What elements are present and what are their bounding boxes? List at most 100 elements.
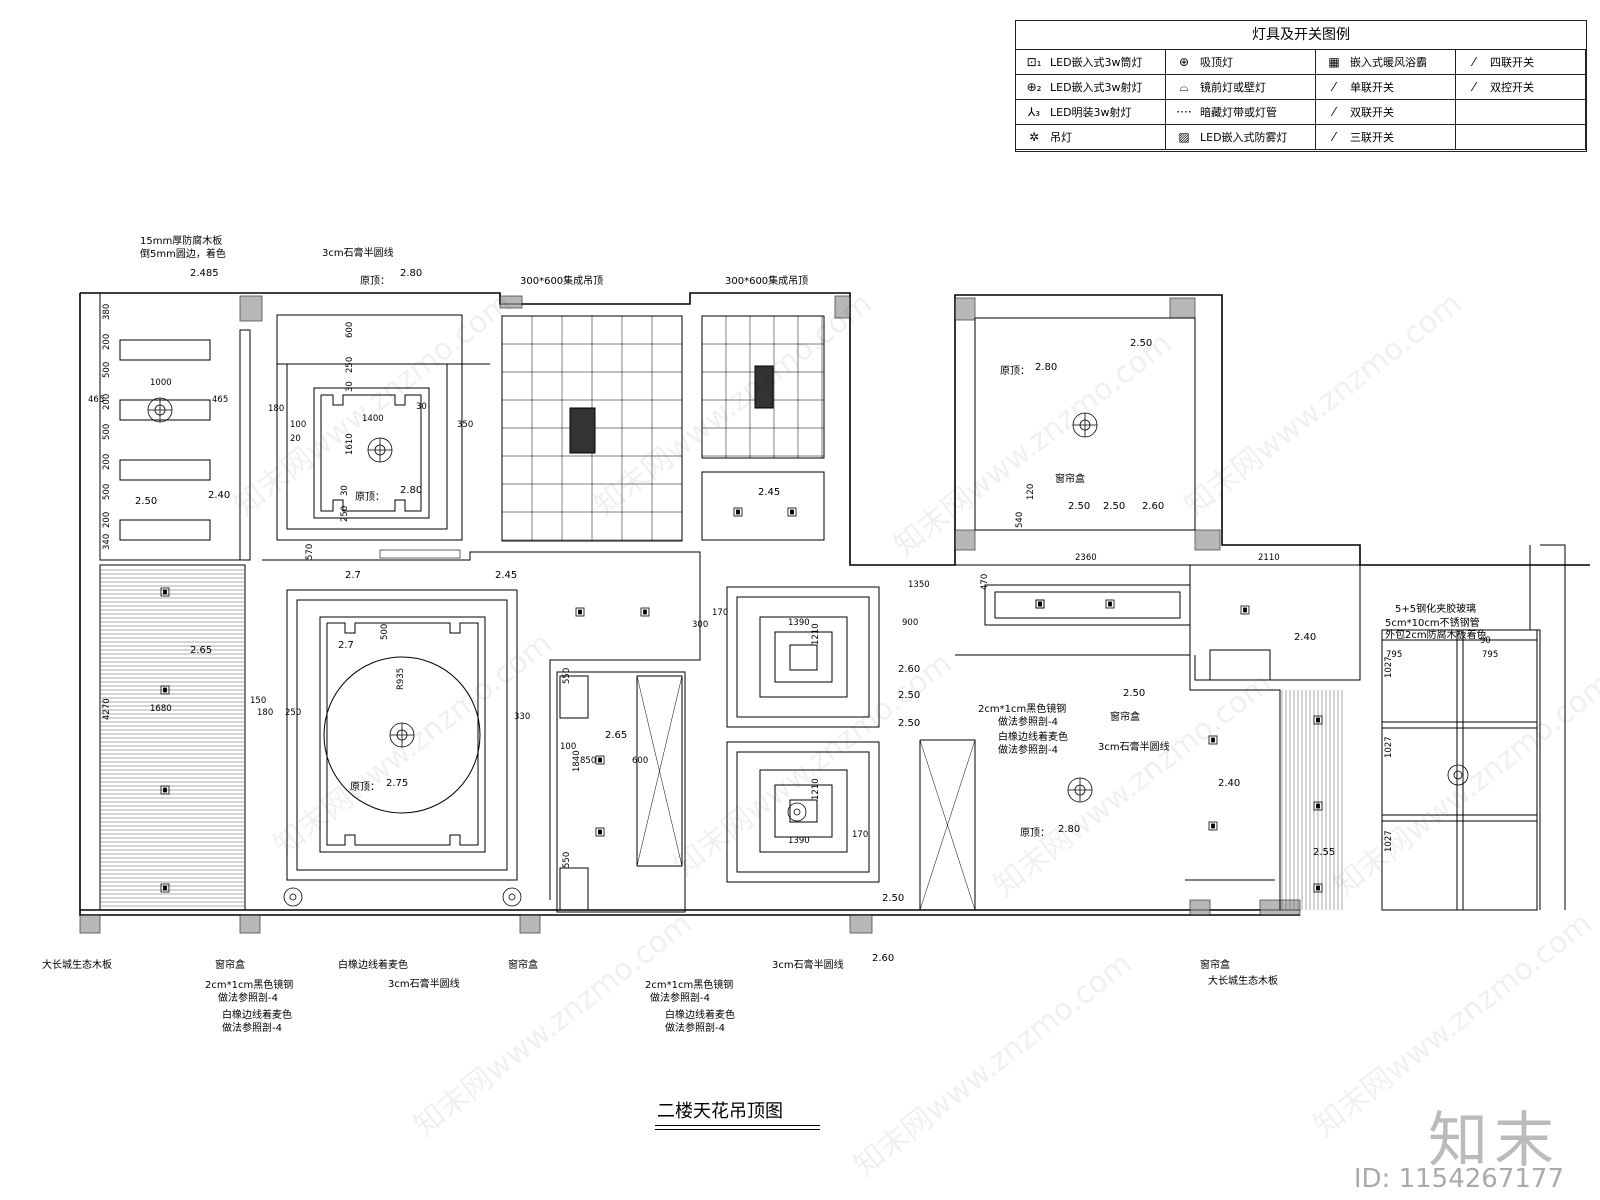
legend-label: LED明装3w射灯 — [1050, 106, 1132, 119]
glass-balcony — [1381, 544, 1566, 911]
elevation-label: 2.485 — [190, 268, 219, 279]
dimension-label: 1210 — [811, 623, 821, 645]
dimension-label: 1210 — [811, 778, 821, 800]
downlight-icon-core — [578, 609, 582, 615]
room-bath-mid — [556, 671, 686, 913]
annotation-label: 做法参照剖-4 — [998, 745, 1058, 756]
title-underline-2 — [655, 1129, 820, 1130]
legend-label: 双联开关 — [1350, 106, 1394, 119]
annotation-label: 300*600集成吊顶 — [520, 276, 604, 287]
annotation-label: 2cm*1cm黑色镜钢 — [205, 980, 294, 991]
dimension-label: 170 — [712, 608, 729, 618]
dimension-label: 20 — [290, 434, 301, 444]
downlight-icon-core — [1108, 601, 1112, 607]
legend-cell: ⊡₁ LED嵌入式3w筒灯 — [1016, 50, 1166, 75]
pendant-light-icon — [147, 397, 173, 423]
elevation-label: 2.50 — [135, 496, 158, 507]
dimension-label: 1610 — [345, 433, 355, 455]
downlight-icon-core — [1316, 885, 1320, 891]
dimension-label: 100 — [290, 420, 307, 430]
elevation-label: 2.65 — [190, 645, 213, 656]
downlight-icon-core — [1211, 823, 1215, 829]
elevation-label: 2.50 — [1068, 501, 1091, 512]
legend-label: 三联开关 — [1350, 131, 1394, 144]
room-round-ceiling — [286, 589, 518, 881]
legend-cell: ⁄ 双联开关 — [1316, 100, 1456, 125]
dimension-label: 340 — [102, 533, 112, 550]
annotation-label: 5+5钢化夹胶玻璃 — [1395, 604, 1477, 615]
legend-symbol-icon: ▦ — [1328, 55, 1340, 69]
downlight-icon — [640, 607, 650, 617]
pendant-light-icon — [389, 722, 415, 748]
dimension-label: 180 — [268, 404, 285, 414]
downlight-icon-core — [736, 509, 740, 515]
annotation-label: 原顶： — [350, 782, 380, 793]
legend-cell: ✲吊灯 — [1016, 125, 1166, 150]
downlight-icon — [1208, 821, 1218, 831]
dimension-label: 150 — [250, 696, 267, 706]
elevation-label: 2.7 — [338, 640, 354, 651]
legend-symbol-icon: ⁄ — [1332, 105, 1335, 119]
downlight-icon-core — [163, 589, 167, 595]
annotation-label: 2cm*1cm黑色镜钢 — [645, 980, 734, 991]
brand-watermark: 知末 — [1428, 1106, 1560, 1176]
elevation-label: 2.45 — [495, 570, 518, 581]
small-room — [701, 471, 825, 541]
dimension-label: 30 — [345, 381, 355, 392]
legend-cell: ····暗藏灯带或灯管 — [1166, 100, 1316, 125]
legend-symbol-icon: ⊡₁ — [1026, 55, 1042, 69]
annotation-label: 白橡边线着麦色 — [665, 1010, 735, 1021]
elevation-label: 2.80 — [1058, 824, 1081, 835]
elevation-label: 2.80 — [1035, 362, 1058, 373]
room-spiral-upper — [726, 586, 880, 728]
annotation-label: 做法参照剖-4 — [665, 1023, 725, 1034]
legend-cell: ⌓镜前灯或壁灯 — [1166, 75, 1316, 100]
dimension-label: 1027 — [1384, 736, 1394, 758]
downlight-icon-core — [1316, 803, 1320, 809]
elevation-label: 2.50 — [882, 893, 905, 904]
annotation-label: 窗帘盒 — [215, 960, 245, 971]
dimension-label: 550 — [562, 851, 572, 868]
dimension-label: 250 — [345, 356, 355, 373]
right-wood-planks — [1281, 690, 1343, 910]
legend-label: LED嵌入式3w筒灯 — [1050, 56, 1143, 69]
dimension-label: 1027 — [1384, 830, 1394, 852]
downlight-icon-core — [790, 509, 794, 515]
dimension-label: 350 — [457, 420, 474, 430]
dimension-label: 250 — [285, 708, 302, 718]
legend-label: 吸顶灯 — [1200, 56, 1233, 69]
dimension-label: 1350 — [908, 580, 930, 590]
downlight-icon — [1313, 801, 1323, 811]
dimension-label: 850 — [580, 756, 597, 766]
integrated-ceiling-1 — [501, 315, 683, 542]
room-upper-right — [974, 317, 1196, 531]
elevation-label: 2.50 — [1103, 501, 1126, 512]
downlight-icon — [1035, 599, 1045, 609]
downlight-icon — [787, 507, 797, 517]
annotation-label: 白橡边线着麦色 — [998, 732, 1068, 743]
dimension-label: 200 — [102, 393, 112, 410]
downlight-icon — [1240, 605, 1250, 615]
legend-cell: ⊕吸顶灯 — [1166, 50, 1316, 75]
dimension-label: 1390 — [788, 836, 810, 846]
downlight-icon-core — [598, 757, 602, 763]
annotation-label: 3cm石膏半圆线 — [322, 248, 394, 259]
downlight-icon — [575, 607, 585, 617]
dimension-label: 470 — [980, 573, 990, 590]
pendant-light-icon — [502, 887, 522, 907]
annotation-label: 原顶： — [1000, 366, 1030, 377]
downlight-icon-core — [163, 687, 167, 693]
legend-cell: ⁄四联开关 — [1456, 50, 1586, 75]
legend-label: 双控开关 — [1490, 81, 1534, 94]
dimension-label: 500 — [102, 423, 112, 440]
wall-hatch — [79, 295, 1301, 934]
dimension-label: 30 — [340, 485, 350, 496]
legend-symbol-icon: ⁄ — [1472, 55, 1475, 69]
corridor — [262, 549, 701, 900]
dimension-label: 900 — [902, 618, 919, 628]
downlight-icon — [595, 755, 605, 765]
dimension-label: 2360 — [1075, 553, 1097, 563]
legend-symbol-icon: ⁄ — [1472, 80, 1475, 94]
